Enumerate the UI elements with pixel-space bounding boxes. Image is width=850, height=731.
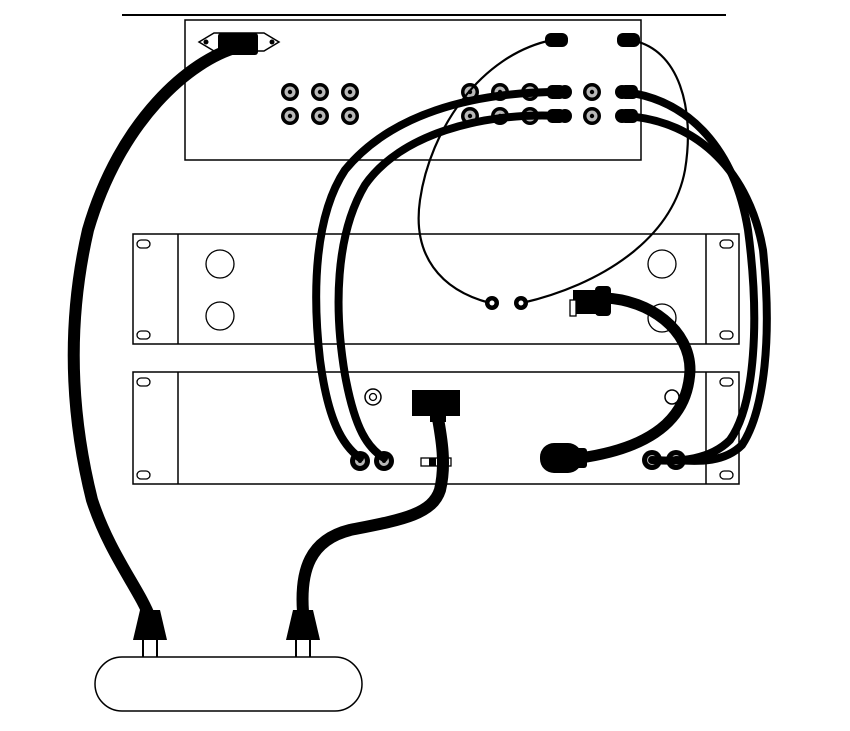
power-cable-receiver (67, 41, 244, 624)
power-plug-icon (133, 610, 167, 657)
rack-ear-slot (136, 377, 151, 387)
rca-jack-icon (583, 107, 601, 125)
rack-unit-upper-body (132, 233, 740, 345)
ground-post-icon (364, 388, 382, 406)
rack-ear-slot (719, 470, 734, 480)
rca-plug-icon (547, 109, 572, 123)
power-plug-icon (286, 610, 320, 657)
mini-plug-icon (545, 33, 568, 47)
audio-cable-pair-left (334, 111, 564, 462)
power-strip (94, 656, 363, 712)
rack-unit-upper (132, 233, 740, 345)
rca-plug-icon (615, 85, 638, 99)
mini-plug-icon (617, 33, 640, 47)
speakon-connector-icon (569, 286, 611, 317)
rack-ear-slot (136, 239, 151, 249)
iec-plug-icon (218, 33, 258, 55)
thin-loop-cable (520, 38, 689, 305)
knockout-hole (647, 249, 677, 279)
speaker-cable (574, 292, 696, 464)
rca-jack-icon (281, 107, 299, 125)
rca-jack-icon (281, 83, 299, 101)
rca-plug-icon (547, 85, 572, 99)
rack-ear-slot (719, 239, 734, 249)
speakon-connector-icon (540, 443, 587, 473)
rca-jack-icon (341, 107, 359, 125)
rack-ear-slot (719, 330, 734, 340)
power-cable-lower-unit (296, 407, 449, 618)
rack-ear-slot (719, 377, 734, 387)
mini-jack-icon (514, 296, 528, 310)
mini-jack-icon (485, 296, 499, 310)
power-strip-body (94, 656, 363, 712)
power-switch-icon (420, 457, 452, 467)
thin-loop-cable (417, 38, 554, 305)
cables (67, 38, 771, 624)
rack-ear-slot (136, 470, 151, 480)
knockout-hole (205, 301, 235, 331)
knockout-hole (205, 249, 235, 279)
rca-jack-icon (311, 83, 329, 101)
rca-jack-icon (341, 83, 359, 101)
rack-ear-slot (136, 330, 151, 340)
rca-plug-icon (615, 109, 638, 123)
audio-cable-pair-right (621, 88, 759, 465)
rca-jack-icon (311, 107, 329, 125)
power-connector-icon (412, 390, 460, 422)
audio-cable-pair-left (312, 88, 564, 462)
audio-cable-pair-right (621, 112, 771, 465)
rca-jack-icon (583, 83, 601, 101)
